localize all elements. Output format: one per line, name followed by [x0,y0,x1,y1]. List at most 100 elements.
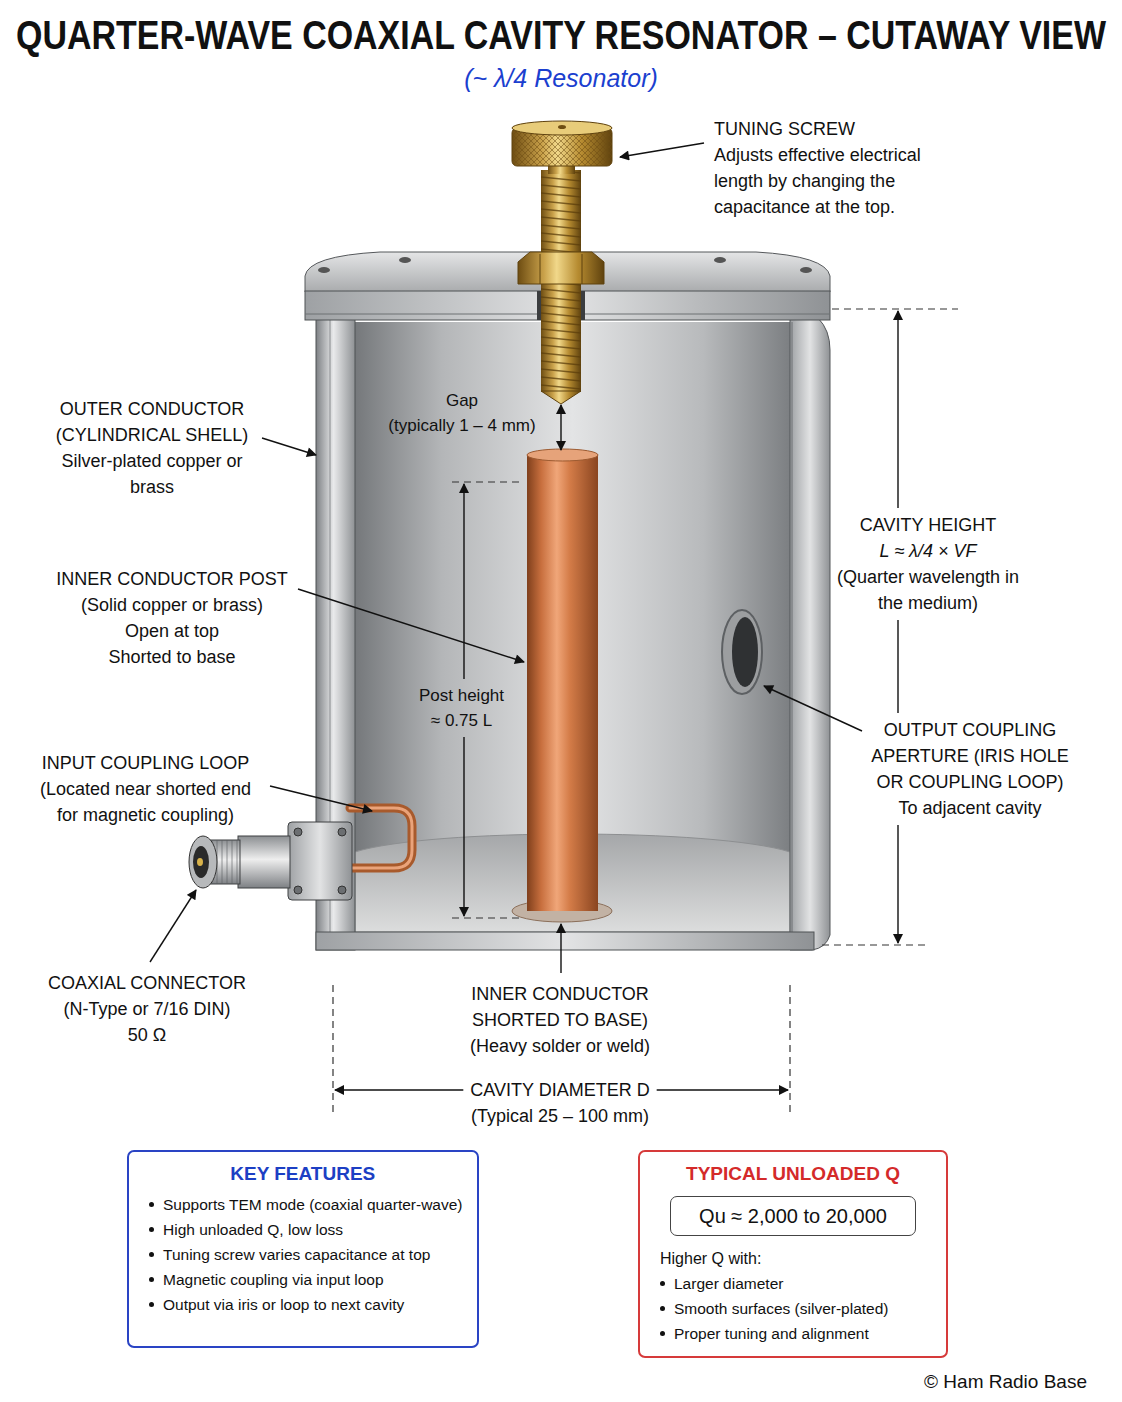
extension-line [332,985,333,1112]
leader-line [298,589,524,662]
callout-label: OUTPUT COUPLING APERTURE (IRIS HOLE OR C… [860,717,1080,795]
bullet-dot [660,1306,665,1311]
right-wall [790,318,830,950]
callout-label: To adjacent cavity [860,795,1080,821]
callout-label: Shorted to base [32,644,312,670]
wall-edge [792,322,793,932]
info-box: TYPICAL UNLOADED Q Qu ≈ 2,000 to 20,000Hi… [638,1150,948,1358]
callout-label: (Located near shorted end for magnetic c… [28,776,263,828]
base-plate [316,932,814,950]
box-heading: TYPICAL UNLOADED Q [654,1160,932,1188]
connector-pin [197,858,203,866]
bullet-text: High unloaded Q, low loss [163,1217,343,1242]
title-bar: QUARTER-WAVE COAXIAL CAVITY RESONATOR – … [0,10,1122,62]
callout-label: INNER CONDUCTOR POST [32,566,312,592]
tuning-screw [512,121,612,404]
nut-facet [540,254,541,284]
bullet-text: Magnetic coupling via input loop [163,1267,384,1292]
callout-label: Gap [422,388,502,413]
bullet-row: High unloaded Q, low loss [143,1217,463,1242]
q-value: Qu ≈ 2,000 to 20,000 [687,1202,899,1230]
dimension-line [463,484,464,679]
callout-label: (~ λ/4 Resonator) [311,62,811,95]
leader-line [620,143,704,157]
flange-screw [338,828,346,836]
callout-label: Adjusts effective electrical length by c… [714,142,949,220]
dimension-line [335,1089,463,1090]
extension-line [452,481,522,482]
lock-nut [518,252,604,284]
callout-label: Silver-plated copper or brass [37,448,267,500]
bullet-row: Tuning screw varies capacitance at top [143,1242,463,1267]
value-box: Qu ≈ 2,000 to 20,000 [670,1196,916,1236]
coax-connector [189,822,352,900]
bullet-dot [660,1281,665,1286]
callout-label: Open at top [32,618,312,644]
callout-label: (Quarter wavelength in the medium) [833,564,1023,616]
callout-label: (N-Type or 7/16 DIN) [37,996,257,1022]
bullet-dot [149,1202,154,1207]
leader-line [270,786,372,811]
callout-label: 50 Ω [37,1022,257,1048]
bullet-row: Output via iris or loop to next cavity [143,1292,463,1317]
bullet-text: Tuning screw varies capacitance at top [163,1242,430,1267]
aperture-rim [722,610,762,694]
post-top [527,449,598,461]
box-text: Higher Q with: [654,1246,932,1271]
callout-label: INPUT COUPLING LOOP [28,750,263,776]
bullet-text: Larger diameter [674,1271,783,1296]
flange-screw [294,828,302,836]
knob-center [558,125,566,129]
input-loop [350,808,412,868]
dimension-line [897,825,898,943]
callout-label: TUNING SCREW [714,116,974,142]
connector-dielectric [193,846,209,878]
extension-line [789,985,790,1112]
callout-label: INNER CONDUCTOR SHORTED TO BASE) [460,981,660,1033]
aperture-hole [732,617,758,687]
bullet-dot [149,1277,154,1282]
loop-highlight [350,808,412,868]
callout-label: (typically 1 – 4 mm) [372,413,552,438]
callout-label: COAXIAL CONNECTOR [37,970,257,996]
dimension-line [897,620,898,713]
connector-body [238,836,290,888]
bullet-text: Smooth surfaces (silver-plated) [674,1296,889,1321]
diagram-title: QUARTER-WAVE COAXIAL CAVITY RESONATOR – … [16,10,1106,60]
extension-lines [333,309,958,1112]
leader-line [150,890,196,962]
callout-label: CAVITY HEIGHT [833,512,1023,538]
dimension-lines [335,311,898,1090]
bullet-text: Supports TEM mode (coaxial quarter-wave) [163,1192,463,1217]
copper-post [527,455,598,911]
bullet-dot [660,1331,665,1336]
cavity-interior [355,322,790,932]
bullet-dot [149,1227,154,1232]
callout-label: Post height ≈ 0.75 L [414,683,509,733]
bolt-hole [399,257,411,263]
leader-lines [150,143,862,973]
callout-label: CAVITY DIAMETER D [410,1077,710,1103]
dimension-line [560,405,561,450]
callout-label: (Solid copper or brass) [32,592,312,618]
dimension-line [897,311,898,508]
leader-line [560,924,561,973]
callout-label: OUTER CONDUCTOR (CYLINDRICAL SHELL) [37,396,267,448]
bullet-text: Output via iris or loop to next cavity [163,1292,404,1317]
inner-post [512,449,612,922]
callout-label: (Heavy solder or weld) [460,1033,660,1059]
callout-label: (Typical 25 – 100 mm) [410,1103,710,1129]
coupling-loop [350,808,412,868]
flange-screw [338,886,346,894]
nut-facet [582,254,583,284]
extension-line [832,308,958,309]
bolt-hole [714,257,726,263]
bullet-row: Supports TEM mode (coaxial quarter-wave) [143,1192,463,1217]
bolt-hole [800,267,812,273]
callout-label: © Ham Radio Base [837,1368,1087,1395]
dimension-line [463,737,464,916]
bullet-dot [149,1252,154,1257]
output-aperture [722,610,762,694]
leader-line [764,686,862,731]
